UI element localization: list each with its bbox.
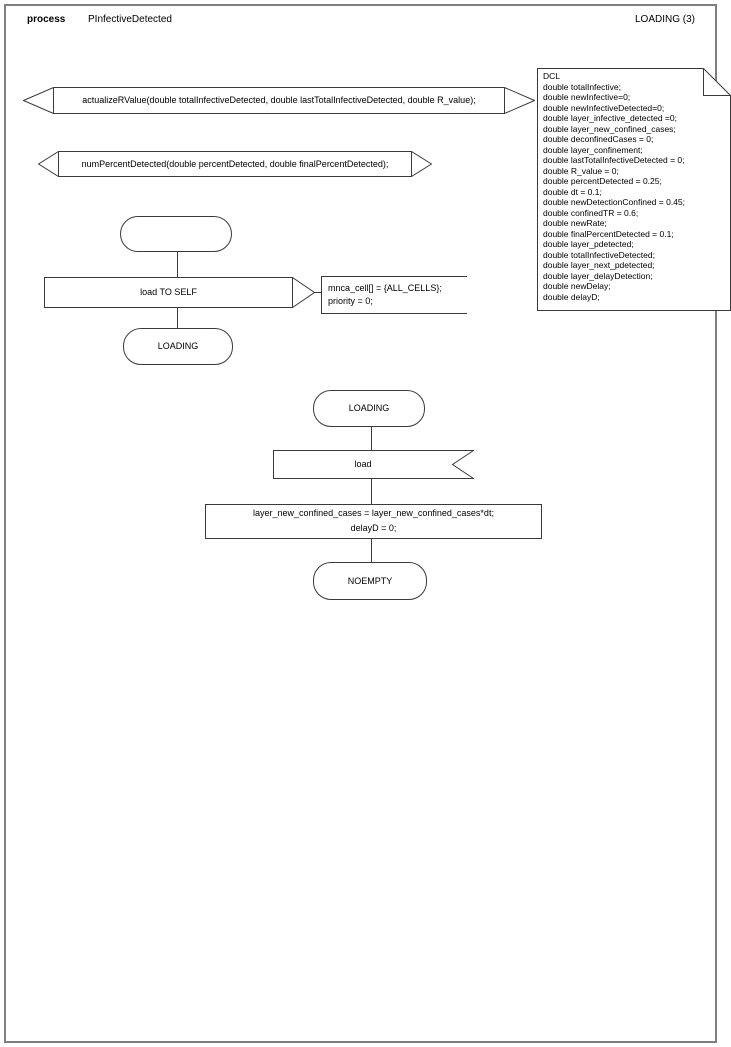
input-label: load: [354, 459, 372, 469]
state-loading: LOADING: [313, 390, 425, 427]
start-state: [120, 216, 232, 252]
output-outline: [44, 277, 315, 308]
comment-box: mnca_cell[] = {ALL_CELLS}; priority = 0;: [321, 276, 467, 314]
output-label: load TO SELF: [140, 287, 197, 297]
procedure-shape-actualize-r-value: [23, 87, 535, 114]
state-noempty: NOEMPTY: [313, 562, 427, 600]
comment-line: mnca_cell[] = {ALL_CELLS};: [328, 283, 442, 293]
declarations-text: DCL double totalInfective; double newInf…: [543, 71, 686, 302]
task-box: layer_new_confined_cases = layer_new_con…: [205, 504, 542, 539]
page-frame: [4, 4, 717, 1043]
note-folded-corner: [703, 68, 731, 96]
state-loading: LOADING: [123, 328, 233, 365]
task-line: delayD = 0;: [350, 523, 397, 533]
connector-line: [371, 479, 372, 504]
connector-line: [371, 538, 372, 562]
connector-line: [177, 308, 178, 328]
connector-line: [371, 427, 372, 450]
input-outline: [273, 450, 474, 479]
task-line: layer_new_confined_cases = layer_new_con…: [253, 508, 494, 518]
input-shape-load: [273, 450, 474, 479]
comment-connector-line: [314, 292, 322, 293]
process-name: PInfectiveDetected: [88, 14, 172, 25]
page-label: LOADING (3): [634, 14, 695, 25]
output-shape-load-to-self: [44, 277, 315, 308]
procedure-signature: actualizeRValue(double totalInfectiveDet…: [82, 95, 476, 105]
procedure-signature: numPercentDetected(double percentDetecte…: [81, 159, 389, 169]
procedure-shape-num-percent-detected: [38, 151, 432, 177]
comment-line: priority = 0;: [328, 296, 373, 306]
connector-line: [177, 252, 178, 277]
process-keyword: process: [27, 14, 66, 25]
